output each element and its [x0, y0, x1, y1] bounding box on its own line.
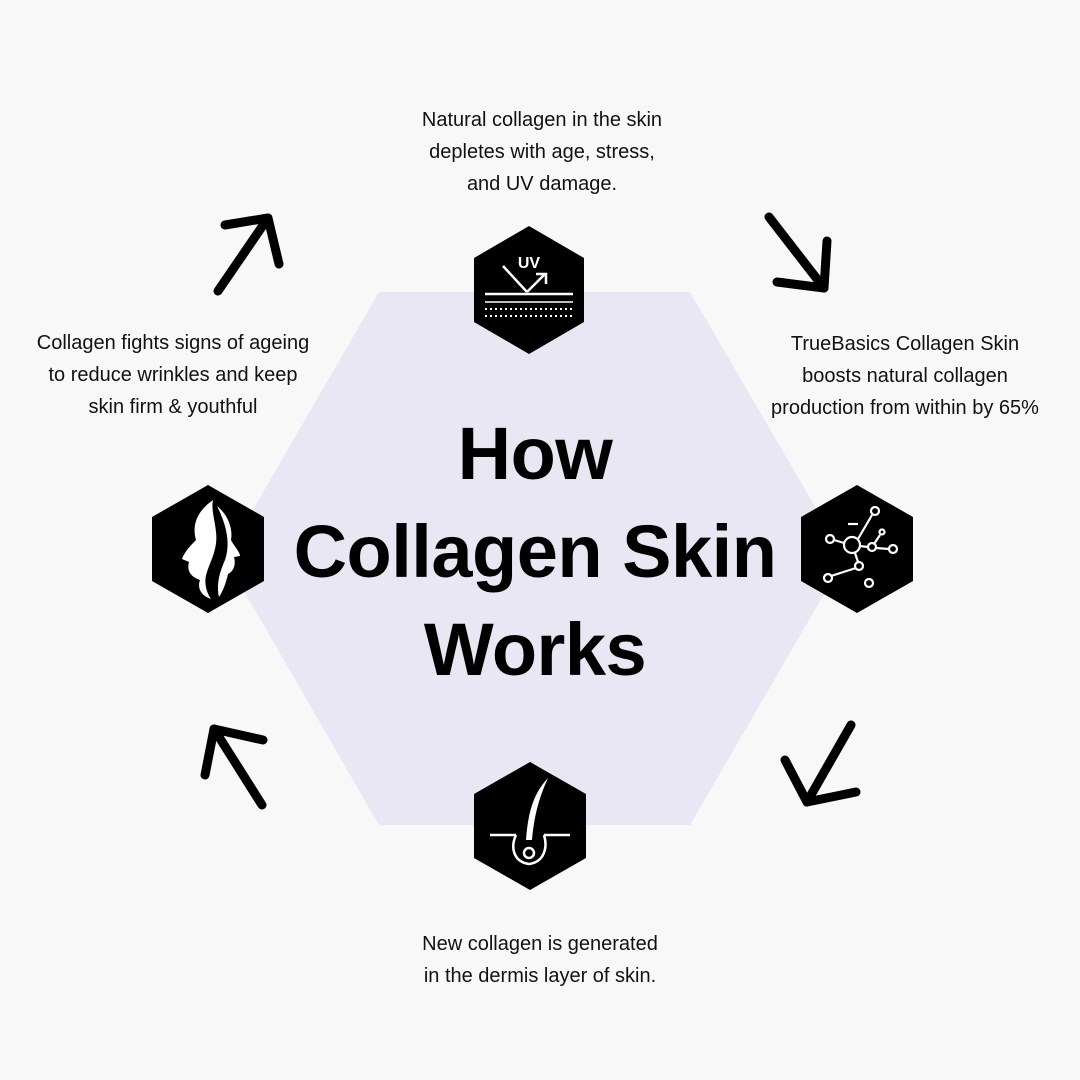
arrow-down-left [780, 720, 861, 807]
step-left-text: Collagen fights signs of ageing to reduc… [0, 327, 346, 423]
step-left-line: to reduce wrinkles and keep [48, 364, 298, 386]
step-top-line: Natural collagen in the skin [421, 109, 663, 131]
step-right-line: production from within by 65% [771, 397, 1039, 419]
uv-skin-icon: UV [474, 226, 584, 354]
step-left-line: Collagen fights signs of ageing [36, 332, 310, 354]
step-right-line: boosts natural collagen [802, 365, 1008, 387]
step-right-line: TrueBasics Collagen Skin [790, 333, 1020, 355]
step-right-text: TrueBasics Collagen Skin boosts natural … [730, 328, 1080, 424]
title-line-2: Collagen Skin [293, 510, 777, 593]
step-bottom-line: New collagen is generated [422, 933, 658, 955]
step-bottom-line: in the dermis layer of skin. [423, 965, 657, 987]
title-line-1: How [457, 412, 613, 495]
arrow-down-right [764, 212, 832, 293]
arrow-up-right [213, 213, 284, 296]
hair-follicle-icon [474, 762, 586, 890]
step-top-line: and UV damage. [466, 173, 618, 195]
step-top-text: Natural collagen in the skin depletes wi… [340, 104, 744, 200]
title-line-3: Works [423, 608, 647, 691]
step-left-line: skin firm & youthful [88, 396, 258, 418]
molecule-icon [801, 485, 913, 613]
center-hexagon [225, 292, 845, 825]
arrow-up-left [200, 724, 268, 810]
face-profile-icon [152, 485, 264, 613]
uv-label: UV [518, 255, 541, 272]
diagram-title: How Collagen Skin Works [250, 405, 820, 699]
step-bottom-text: New collagen is generated in the dermis … [340, 928, 740, 992]
step-top-line: depletes with age, stress, [429, 141, 655, 163]
